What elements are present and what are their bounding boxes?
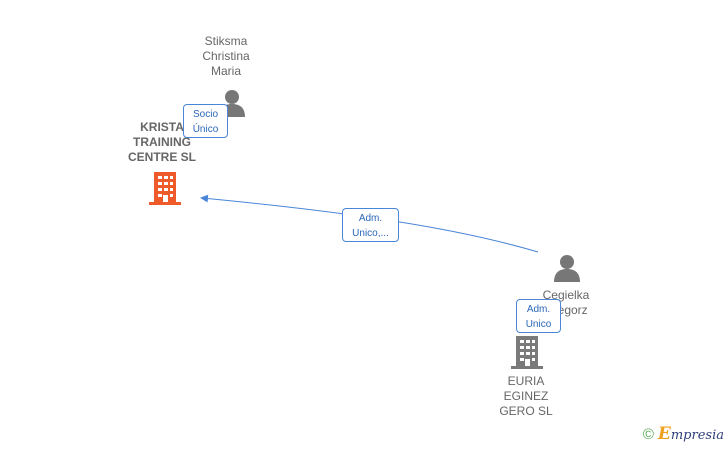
edge-label-adm-unico-euria[interactable]: Adm. Unico	[516, 299, 561, 333]
edge-label-adm-unico[interactable]: Adm. Unico,...	[342, 208, 399, 242]
building-icon[interactable]	[148, 170, 182, 206]
copyright-icon: ©	[642, 425, 654, 443]
brand-logo: Empresia	[657, 424, 724, 444]
company-label-euria[interactable]: EURIA EGINEZ GERO SL	[499, 374, 553, 418]
edge-line-adm-unico	[200, 194, 539, 253]
person-label-stiksma[interactable]: Stiksma Christina Maria	[202, 34, 250, 78]
brand-footer: © Empresia	[643, 424, 724, 444]
person-icon[interactable]	[553, 253, 581, 283]
company-label-krista[interactable]: KRISTA TRAINING CENTRE SL	[127, 120, 196, 164]
building-icon[interactable]	[510, 334, 544, 370]
edge-label-socio-unico[interactable]: Socio Único	[183, 104, 228, 138]
